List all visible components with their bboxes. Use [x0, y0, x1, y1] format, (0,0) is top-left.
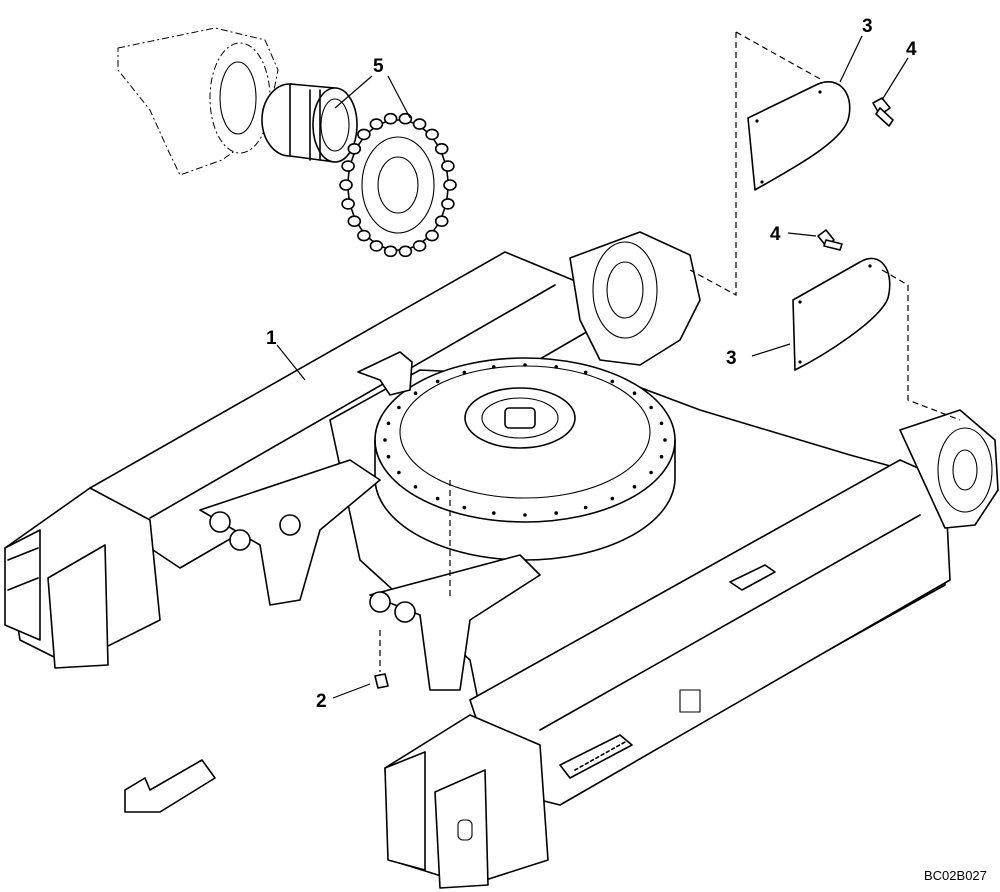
bearing-bolt-hole — [462, 370, 467, 375]
bearing-bolt-hole — [386, 454, 391, 459]
callout-3-upper: 3 — [862, 16, 873, 37]
drain-plug — [374, 673, 389, 689]
bearing-bolt-hole — [583, 505, 588, 510]
callout-1: 1 — [266, 328, 277, 349]
sprocket-tooth — [443, 179, 457, 191]
bolt-upper — [872, 97, 894, 127]
sprocket-tooth — [383, 112, 398, 125]
sprocket-tooth — [412, 240, 427, 252]
travel-motor — [261, 83, 358, 163]
sprocket-tooth — [425, 229, 439, 242]
bearing-bolt-hole — [583, 370, 588, 375]
bearing-bolt-hole — [523, 363, 527, 367]
sprocket-tooth — [434, 215, 449, 227]
callout-3-lower: 3 — [726, 348, 737, 369]
sprocket-tooth — [369, 240, 384, 252]
bearing-bolt-hole — [413, 391, 418, 396]
travel-motor-assembly — [117, 27, 457, 258]
drive-sprocket — [339, 112, 457, 258]
sprocket-tooth — [357, 229, 371, 242]
leader-lines — [276, 35, 909, 699]
bearing-bolt-hole — [523, 513, 527, 517]
assembly-lines — [379, 31, 961, 672]
bearing-bolt-hole — [492, 511, 496, 515]
cover-plate-lower — [792, 257, 891, 371]
bearing-bolt-hole — [435, 496, 440, 501]
bearing-bolt-hole — [610, 379, 615, 384]
callout-5: 5 — [373, 56, 384, 77]
sprocket-tooth — [434, 143, 449, 155]
bearing-bolt-hole — [659, 454, 664, 459]
sprocket-tooth — [347, 215, 362, 227]
sprocket-tooth — [425, 128, 439, 141]
bearing-bolt-hole — [383, 438, 387, 442]
drawing-code: BC02B027 — [924, 868, 987, 883]
callout-4-lower: 4 — [770, 224, 781, 245]
callout-4-upper: 4 — [906, 39, 917, 60]
bearing-bolt-hole — [554, 365, 558, 369]
bearing-bolt-hole — [554, 511, 558, 515]
bearing-bolt-hole — [632, 391, 637, 396]
bearing-bolt-hole — [435, 379, 440, 384]
sprocket-tooth — [369, 118, 384, 130]
cylinder-bracket — [199, 459, 381, 606]
bearing-bolt-hole — [663, 438, 667, 442]
bearing-bolt-hole — [386, 421, 391, 426]
sprocket-tooth — [357, 128, 371, 141]
cylinder-bracket-lower — [369, 554, 541, 691]
bearing-bolt-hole — [649, 470, 653, 475]
callout-2: 2 — [316, 691, 327, 712]
sprocket-tooth — [412, 118, 427, 130]
sprocket-tooth — [339, 179, 353, 191]
bearing-bolt-hole — [610, 496, 615, 501]
cover-plate-upper — [747, 81, 851, 191]
sprocket-tooth — [347, 143, 362, 155]
bearing-bolt-hole — [649, 405, 653, 410]
bearing-bolt-hole — [397, 405, 401, 410]
bearing-bolt-hole — [397, 470, 401, 475]
bearing-bolt-hole — [492, 365, 496, 369]
bearing-bolt-hole — [413, 485, 418, 489]
bearing-bolt-hole — [659, 421, 664, 426]
bolt-lower — [817, 229, 843, 251]
sprocket-tooth — [341, 198, 355, 210]
bearing-bolt-hole — [462, 505, 467, 510]
bearing-bolt-hole — [632, 485, 637, 489]
sprocket-tooth — [441, 198, 455, 210]
sprocket-tooth — [341, 160, 355, 172]
sprocket-tooth — [398, 112, 413, 125]
sprocket-tooth — [441, 160, 455, 172]
sprocket-tooth — [398, 245, 413, 258]
sprocket-tooth — [383, 245, 398, 258]
track-frame — [4, 231, 999, 889]
direction-arrow — [124, 759, 216, 813]
